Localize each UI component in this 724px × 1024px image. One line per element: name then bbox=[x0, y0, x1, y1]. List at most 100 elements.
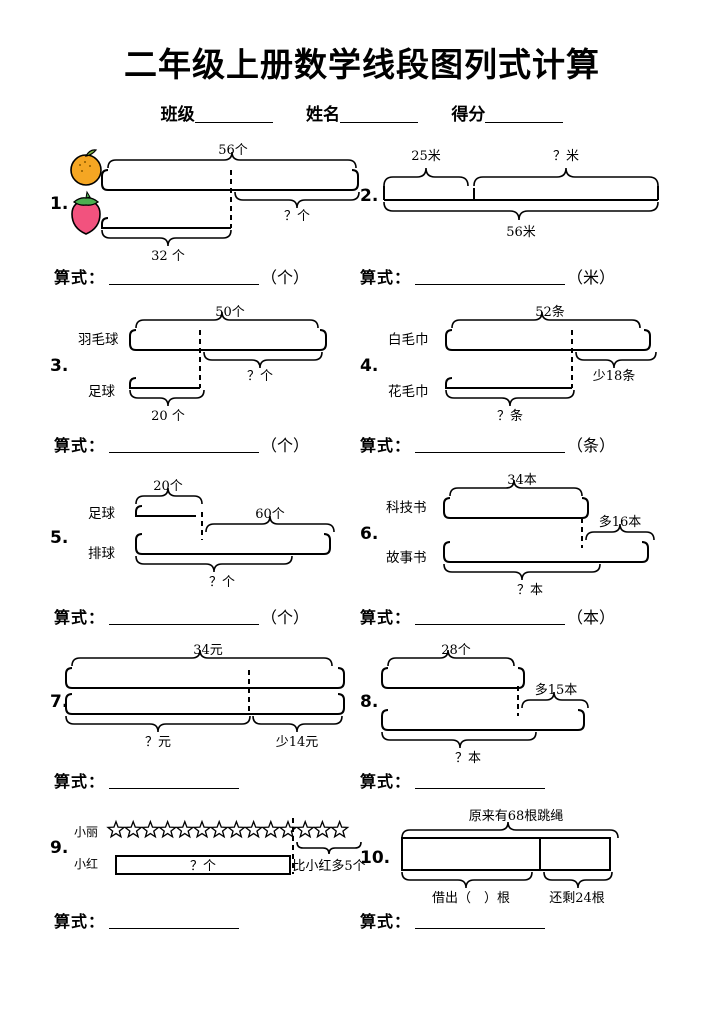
field-name-blank[interactable] bbox=[340, 107, 418, 123]
problem-10-answer: 算式： bbox=[360, 908, 547, 932]
star-icon bbox=[278, 819, 298, 839]
answer-prefix: 算式： bbox=[54, 772, 106, 791]
problem-1-answer: 算式：（个） bbox=[54, 264, 309, 288]
problem-3-row2-name: 足球 bbox=[88, 384, 115, 400]
problem-10-answer-line[interactable] bbox=[415, 915, 546, 929]
problem-row-2: 3. 羽毛球 足球 50个 ？个 bbox=[0, 304, 724, 472]
orange-icon bbox=[70, 149, 102, 186]
problem-6-bottom-label: ？本 bbox=[517, 583, 543, 598]
problem-2-number: 2. bbox=[360, 186, 379, 206]
problem-1-answer-line[interactable] bbox=[109, 271, 260, 285]
problem-7-answer-line[interactable] bbox=[109, 775, 240, 789]
problem-9-answer: 算式： bbox=[54, 908, 241, 932]
problem-9-diagram: 小丽 小红 ？个 比小红多5个 bbox=[74, 818, 366, 875]
field-name: 姓名 bbox=[306, 100, 418, 125]
problem-9-number: 9. bbox=[50, 838, 69, 858]
problem-3-row1-name: 羽毛球 bbox=[78, 332, 119, 348]
field-score-label: 得分 bbox=[451, 105, 486, 125]
star-icon bbox=[295, 819, 315, 839]
answer-prefix: 算式： bbox=[54, 608, 106, 627]
star-icon bbox=[243, 819, 264, 839]
problem-9-box-label: ？个 bbox=[190, 859, 216, 874]
problem-5-answer-line[interactable] bbox=[109, 611, 260, 625]
problem-9-row1-name: 小丽 bbox=[74, 825, 98, 839]
problem-4-number: 4. bbox=[360, 356, 379, 376]
problem-2: 2. 25米 ？米 56米 算式： （米） bbox=[360, 136, 690, 304]
field-score: 得分 bbox=[451, 100, 564, 125]
problem-3-top-label: 50个 bbox=[215, 305, 245, 320]
problem-2-diagram: 25米 ？米 56米 bbox=[383, 149, 659, 240]
problem-10-top-label: 原来有68根跳绳 bbox=[469, 809, 564, 824]
problem-6-answer: 算式： （本） bbox=[360, 604, 615, 628]
problem-9-right-label: 比小红多5个 bbox=[292, 858, 365, 874]
field-class-label: 班级 bbox=[160, 105, 195, 125]
problem-7: 7. 34元 ？元 少14元 bbox=[42, 640, 362, 808]
problem-3: 3. 羽毛球 足球 50个 ？个 bbox=[42, 304, 362, 472]
problem-8-top-label: 28个 bbox=[441, 643, 471, 658]
field-class-blank[interactable] bbox=[194, 107, 273, 123]
problem-5-number: 5. bbox=[50, 528, 69, 548]
problem-10: 10. 原来有68根跳绳 借出（ ）根 还剩24根 算式： bbox=[360, 808, 690, 980]
problem-4-bottom-label: ？条 bbox=[497, 408, 523, 424]
problem-4-row1-name: 白毛巾 bbox=[388, 332, 429, 348]
problem-5-diagram: 足球 排球 20个 60个 ？个 bbox=[88, 479, 335, 590]
problem-7-diagram: 34元 ？元 少14元 bbox=[65, 643, 345, 750]
problem-9-answer-box bbox=[115, 855, 291, 875]
problem-row-1: 1. bbox=[0, 136, 724, 304]
problem-3-number: 3. bbox=[50, 356, 69, 376]
star-icon bbox=[312, 819, 333, 839]
answer-prefix: 算式： bbox=[360, 608, 412, 627]
problem-4-answer-line[interactable] bbox=[415, 439, 566, 453]
problem-10-bottom-right-label: 还剩24根 bbox=[549, 891, 605, 906]
problem-8-answer-line[interactable] bbox=[415, 775, 546, 789]
problem-9: 9. 小丽 小红 ？个 比小红多5个 算式： bbox=[42, 808, 366, 980]
problem-9-row2-name: 小红 bbox=[74, 856, 98, 871]
star-icon bbox=[140, 819, 161, 839]
problem-3-answer: 算式：（个） bbox=[54, 432, 309, 456]
problem-1-right-label: ？个 bbox=[284, 209, 310, 224]
star-icon bbox=[106, 819, 126, 839]
problem-6-row2-name: 故事书 bbox=[386, 550, 427, 566]
problem-row-5: 9. 小丽 小红 ？个 比小红多5个 算式： bbox=[0, 808, 724, 980]
field-name-label: 姓名 bbox=[306, 105, 340, 125]
problem-2-answer-line[interactable] bbox=[415, 271, 566, 285]
strawberry-icon bbox=[71, 190, 101, 235]
problem-5-bottom-label: ？个 bbox=[209, 575, 235, 590]
problem-2-left-label: 25米 bbox=[411, 149, 441, 164]
problem-5-right-label: 60个 bbox=[255, 507, 285, 522]
problems-container: 1. bbox=[0, 136, 724, 980]
problem-6-answer-line[interactable] bbox=[415, 611, 566, 625]
problem-7-number: 7. bbox=[50, 692, 69, 712]
problem-1-number: 1. bbox=[50, 194, 69, 214]
problem-8-diagram: 28个 多15本 ？本 bbox=[381, 643, 589, 766]
star-icon bbox=[226, 819, 247, 839]
problem-8-bottom-label: ？本 bbox=[455, 751, 481, 766]
problem-6-top-label: 34本 bbox=[507, 473, 537, 488]
answer-prefix: 算式： bbox=[360, 268, 412, 287]
answer-prefix: 算式： bbox=[54, 268, 106, 287]
problem-4: 4. 白毛巾 花毛巾 52条 少18条 bbox=[360, 304, 690, 472]
problem-4-answer-unit: （条） bbox=[567, 436, 616, 455]
problem-9-answer-line[interactable] bbox=[109, 915, 240, 929]
problem-7-bottom-left-label: ？元 bbox=[145, 735, 171, 750]
problem-5: 5. 足球 排球 20个 60个 bbox=[42, 472, 362, 640]
field-score-blank[interactable] bbox=[485, 107, 564, 123]
problem-6-answer-unit: （本） bbox=[567, 608, 616, 627]
star-icon bbox=[175, 819, 195, 839]
problem-6-row1-name: 科技书 bbox=[386, 500, 427, 516]
problem-2-right-label: ？米 bbox=[553, 149, 579, 164]
problem-8-right-label: 多15本 bbox=[535, 682, 578, 698]
star-icon bbox=[261, 819, 281, 839]
page-title: 二年级上册数学线段图列式计算 bbox=[124, 45, 600, 84]
problem-2-answer-unit: （米） bbox=[567, 268, 616, 287]
problem-3-answer-line[interactable] bbox=[109, 439, 260, 453]
problem-1-top-label: 56个 bbox=[218, 143, 248, 158]
problem-7-top-label: 34元 bbox=[193, 643, 223, 658]
problem-3-answer-unit: （个） bbox=[261, 436, 310, 455]
problem-4-row2-name: 花毛巾 bbox=[388, 384, 429, 400]
problem-1-icons bbox=[70, 149, 102, 235]
star-icon bbox=[192, 819, 212, 839]
problem-row-3: 5. 足球 排球 20个 60个 bbox=[0, 472, 724, 640]
problem-7-bottom-right-label: 少14元 bbox=[276, 735, 319, 750]
